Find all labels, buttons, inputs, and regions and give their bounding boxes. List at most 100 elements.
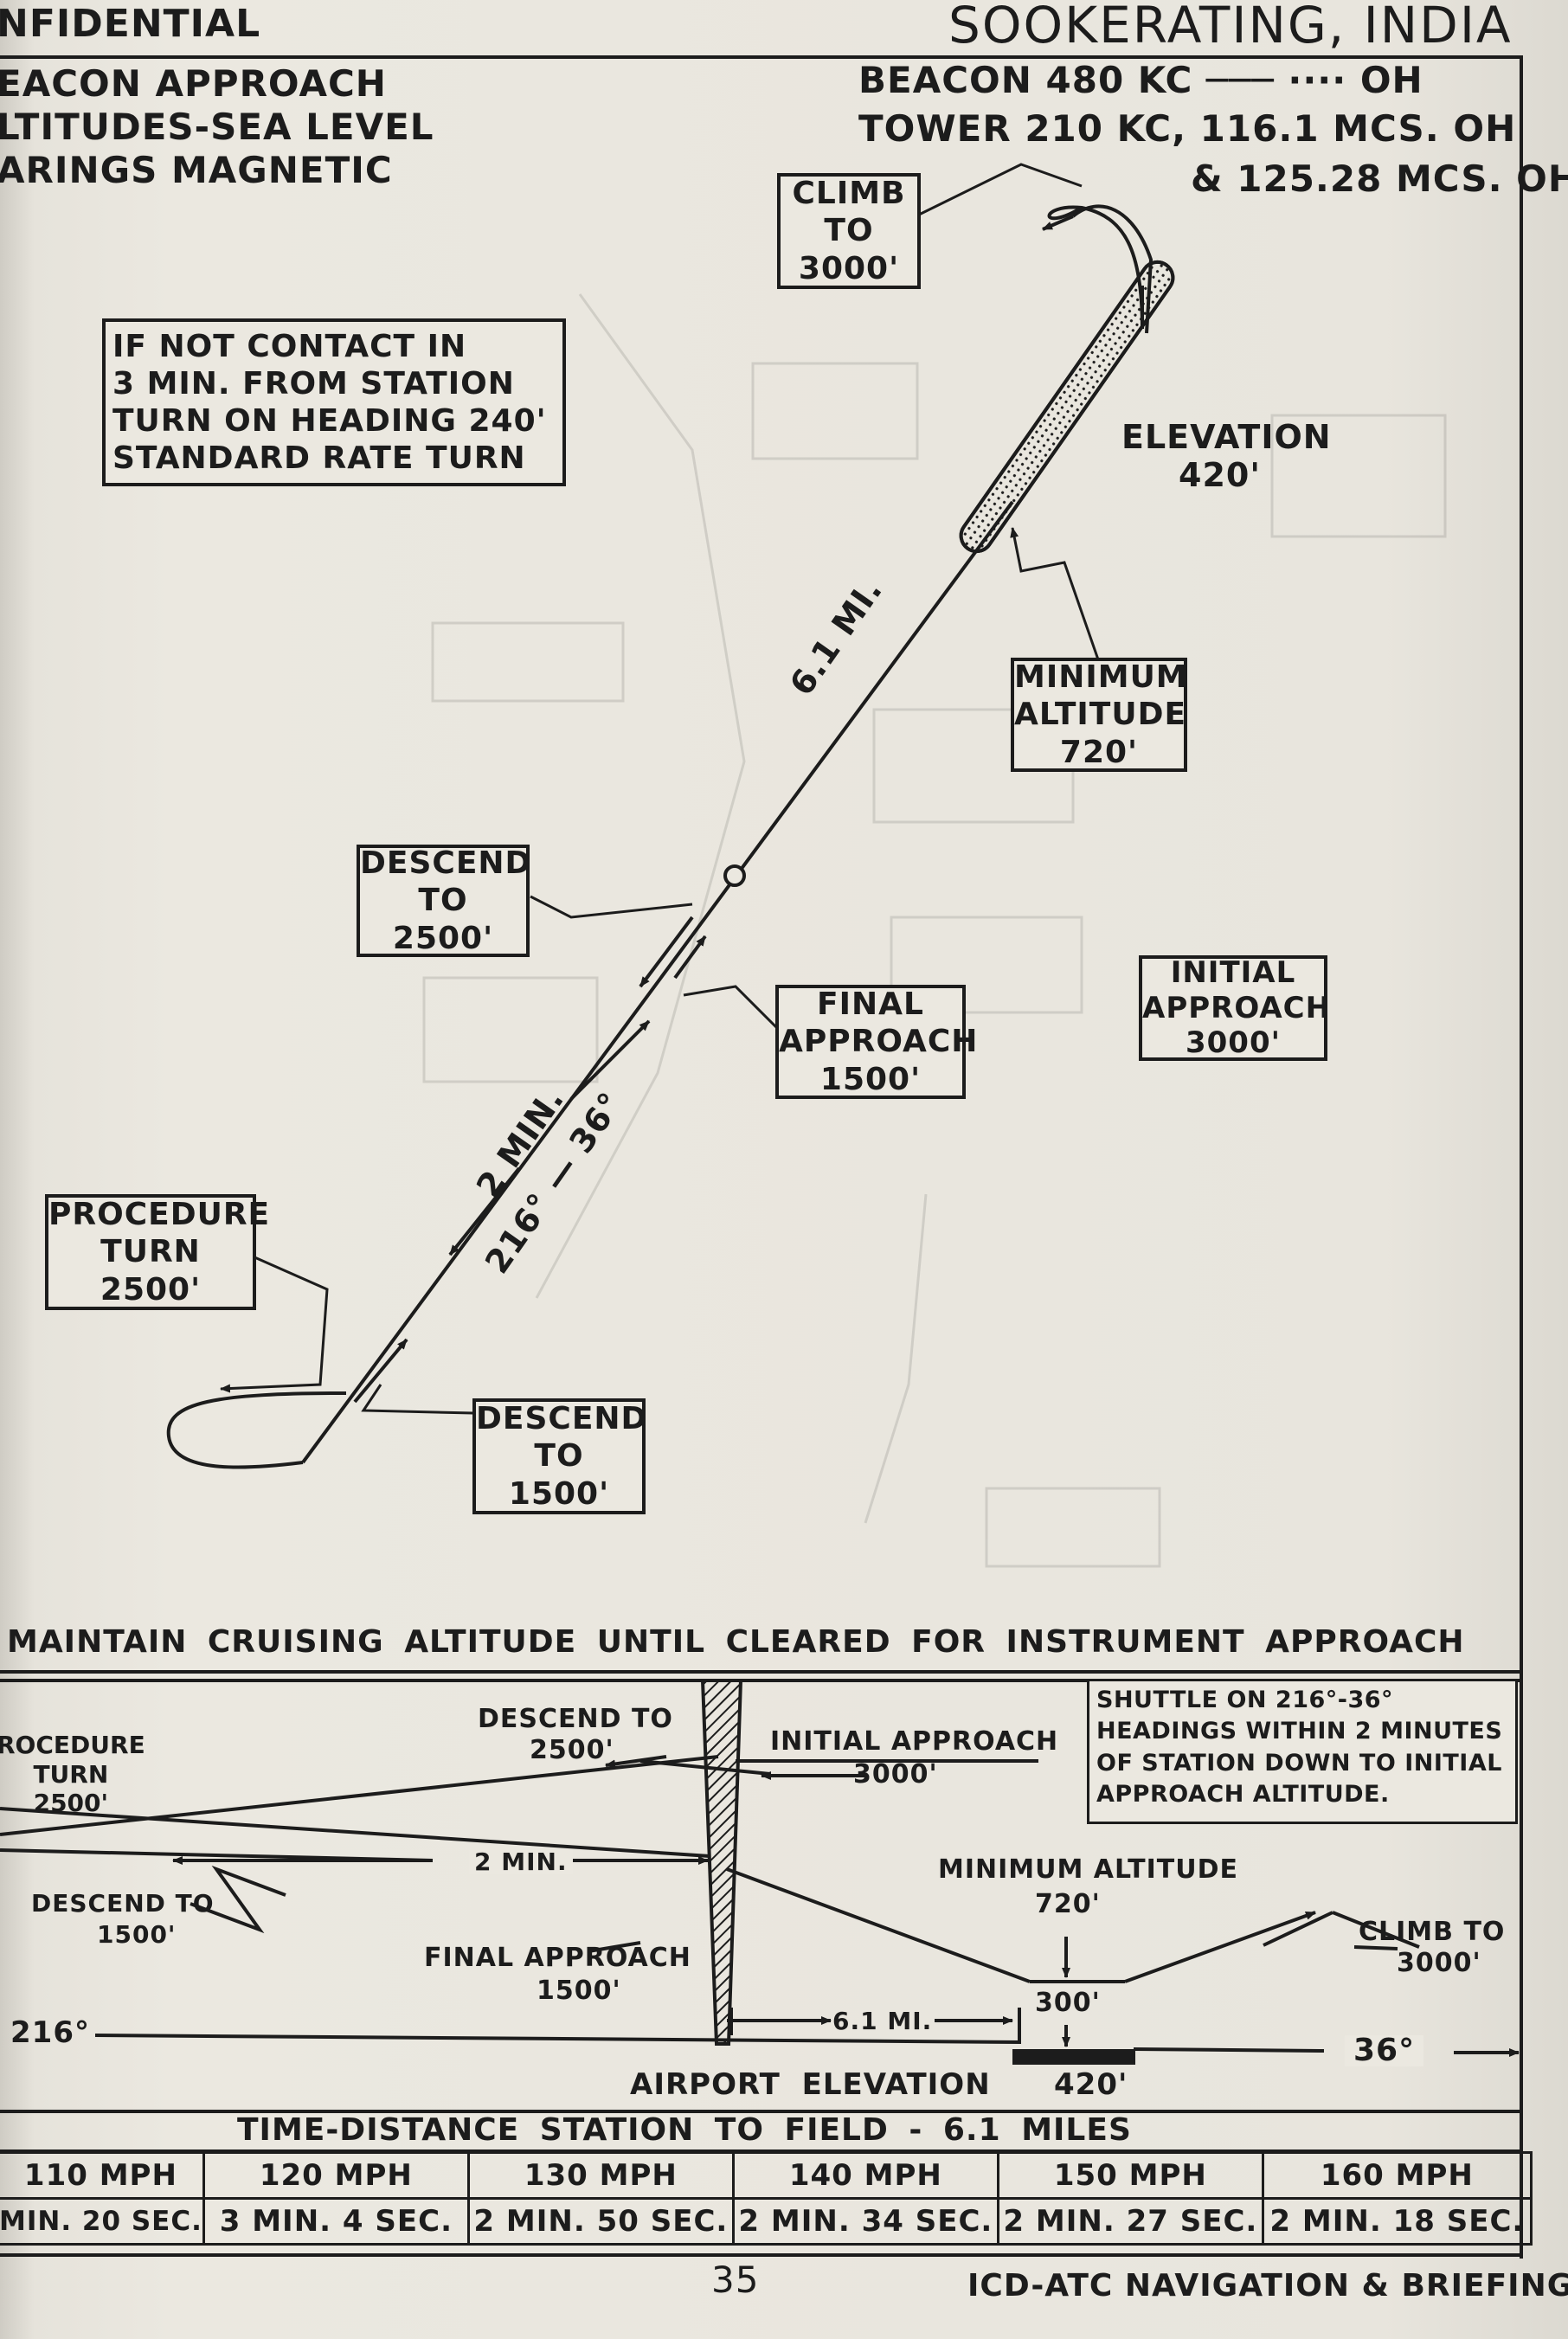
speed-cell: 150 MPH: [996, 2151, 1264, 2200]
profile-climb-to-value: 3000': [1397, 1948, 1481, 1978]
initial-approach-line-2: APPROACH: [1142, 990, 1332, 1025]
course-direction-arrows: [353, 916, 707, 1404]
publication-title: ICD-ATC NAVIGATION & BRIEFING: [967, 2268, 1568, 2304]
speed-cell: 130 MPH: [466, 2151, 735, 2200]
descend-1500-line-1: DESCEND: [476, 1401, 648, 1437]
profile-title: MAINTAIN CRUISING ALTITUDE UNTIL CLEARED…: [7, 1624, 1465, 1660]
shuttle-note-line-1: SHUTTLE ON 216°-36°: [1096, 1687, 1394, 1713]
missed-approach-line-3: TURN ON HEADING 240': [112, 403, 547, 439]
minimum-altitude-value: 720': [1059, 734, 1139, 770]
profile-descend-1500-value: 1500': [97, 1920, 177, 1949]
profile-initial-approach-value: 3000': [853, 1759, 938, 1790]
profile-descend-2500-value: 2500': [530, 1735, 614, 1765]
tower-frequency-alt: & 125.28 MCS. OH: [1191, 157, 1568, 200]
approach-type-line-1: EACON APPROACH: [0, 62, 387, 105]
profile-procedure-turn: ROCEDURE TURN 2500': [0, 1731, 145, 1818]
missed-approach-box: IF NOT CONTACT IN 3 MIN. FROM STATION TU…: [102, 318, 566, 486]
speed-row: 110 MPH 120 MPH 130 MPH 140 MPH 150 MPH …: [0, 2151, 1533, 2200]
callout-leaders: [220, 163, 1101, 1415]
shuttle-note-line-3: OF STATION DOWN TO INITIAL: [1096, 1749, 1502, 1777]
speed-cell: 160 MPH: [1261, 2151, 1533, 2200]
profile-final-approach-value: 1500': [537, 1976, 621, 2006]
time-cell: 2 MIN. 18 SEC.: [1261, 2197, 1533, 2246]
descend-1500-box: DESCEND TO 1500': [472, 1398, 646, 1514]
minimum-altitude-line-2: ALTITUDE: [1014, 697, 1187, 733]
profile-descend-1500-label: DESCEND TO: [31, 1889, 215, 1918]
initial-approach-box: INITIAL APPROACH 3000': [1139, 954, 1332, 1061]
final-approach-value: 1500': [819, 1061, 922, 1097]
profile-two-min-label: 2 MIN.: [469, 1850, 573, 1874]
profile-diagram: [0, 1679, 1523, 2065]
profile-heading-216: 216°: [10, 2015, 90, 2050]
airport-elevation-value: 420': [1054, 2067, 1128, 2102]
profile-minimum-altitude-value: 720': [1035, 1889, 1101, 1919]
procedure-turn-box: PROCEDURE TURN 2500': [45, 1194, 271, 1310]
runway-symbol: [959, 260, 1175, 554]
time-distance-table: 110 MPH 120 MPH 130 MPH 140 MPH 150 MPH …: [0, 2151, 1533, 2246]
profile-distance-label: 6.1 MI.: [832, 2007, 933, 2035]
time-cell: 3 MIN. 4 SEC.: [202, 2197, 470, 2246]
profile-procedure-turn-line-1: ROCEDURE: [0, 1731, 145, 1759]
descend-2500-line-1: DESCEND: [360, 845, 532, 882]
climb-to-box: CLIMB TO 3000': [777, 173, 921, 289]
elevation-label: ELEVATION: [1121, 418, 1332, 456]
speed-cell: 120 MPH: [202, 2151, 470, 2200]
profile-procedure-turn-line-2: TURN: [33, 1759, 109, 1789]
profile-procedure-turn-value: 2500': [33, 1789, 109, 1818]
minimum-altitude-line-1: MINIMUM: [1014, 659, 1188, 696]
procedure-turn-value: 2500': [100, 1271, 202, 1308]
beacon-station-symbol: [723, 864, 746, 887]
missed-approach-line-1: IF NOT CONTACT IN: [112, 328, 467, 364]
speed-cell: 110 MPH: [0, 2151, 205, 2200]
climb-to-label: TO: [824, 213, 874, 249]
missed-approach-line-2: 3 MIN. FROM STATION: [112, 365, 515, 402]
beacon-frequency: BEACON 480 KC ─── ···· OH: [858, 59, 1423, 101]
profile-final-approach-label: FINAL APPROACH: [424, 1943, 691, 1973]
bleed-through-marks: [422, 293, 1447, 1568]
descend-2500-value: 2500': [392, 920, 494, 956]
initial-approach-line-1: INITIAL: [1170, 954, 1296, 990]
profile-height-300: 300': [1035, 1988, 1101, 2018]
time-row: MIN. 20 SEC. 3 MIN. 4 SEC. 2 MIN. 50 SEC…: [0, 2197, 1533, 2246]
final-approach-line-2: APPROACH: [779, 1024, 979, 1060]
climb-label: CLIMB: [792, 176, 906, 212]
descend-2500-box: DESCEND TO 2500': [357, 845, 530, 957]
location-title: SOOKERATING, INDIA: [948, 0, 1513, 55]
approach-type-line-2: LTITUDES-SEA LEVEL: [0, 106, 434, 148]
chart-frame: [0, 55, 1523, 2259]
shuttle-note-line-2: HEADINGS WITHIN 2 MINUTES: [1096, 1718, 1503, 1745]
elevation-value: 420': [1179, 456, 1261, 494]
time-cell: 2 MIN. 27 SEC.: [996, 2197, 1264, 2246]
tower-frequency: TOWER 210 KC, 116.1 MCS. OH: [858, 107, 1517, 150]
minimum-altitude-box: MINIMUM ALTITUDE 720': [1011, 658, 1187, 772]
final-approach-line-1: FINAL: [817, 986, 924, 1023]
descend-1500-line-2: TO: [534, 1438, 584, 1475]
descend-2500-line-2: TO: [418, 883, 468, 919]
climb-altitude: 3000': [798, 250, 900, 286]
time-distance-title: TIME-DISTANCE STATION TO FIELD - 6.1 MIL…: [237, 2112, 1132, 2148]
time-cell: MIN. 20 SEC.: [0, 2197, 205, 2246]
profile-climb-to-label: CLIMB TO: [1359, 1917, 1506, 1947]
shuttle-note-box: SHUTTLE ON 216°-36° HEADINGS WITHIN 2 MI…: [1087, 1679, 1518, 1824]
approach-type-block: EACON APPROACH LTITUDES-SEA LEVEL ARINGS…: [0, 66, 434, 189]
procedure-turn-line-1: PROCEDURE: [48, 1197, 271, 1233]
final-approach-box: FINAL APPROACH 1500': [775, 985, 979, 1099]
shuttle-note-line-4: APPROACH ALTITUDE.: [1096, 1781, 1390, 1809]
procedure-turn-line-2: TURN: [100, 1234, 201, 1270]
time-cell: 2 MIN. 50 SEC.: [466, 2197, 735, 2246]
page-number: 35: [711, 2259, 760, 2301]
approach-type-line-3: ARINGS MAGNETIC: [0, 149, 393, 191]
initial-approach-value: 3000': [1185, 1025, 1282, 1061]
airport-elevation-label: AIRPORT ELEVATION: [630, 2067, 991, 2102]
missed-approach-line-4: STANDARD RATE TURN: [112, 440, 526, 477]
classification-marking: NFIDENTIAL: [0, 2, 261, 46]
descend-1500-value: 1500': [508, 1475, 610, 1512]
profile-minimum-altitude-label: MINIMUM ALTITUDE: [938, 1854, 1239, 1885]
climb-out-track: [1042, 204, 1154, 334]
speed-cell: 140 MPH: [731, 2151, 999, 2200]
profile-initial-approach-label: INITIAL APPROACH: [770, 1726, 1059, 1757]
profile-heading-36: 36°: [1345, 2035, 1424, 2066]
profile-descend-2500-label: DESCEND TO: [478, 1704, 673, 1734]
